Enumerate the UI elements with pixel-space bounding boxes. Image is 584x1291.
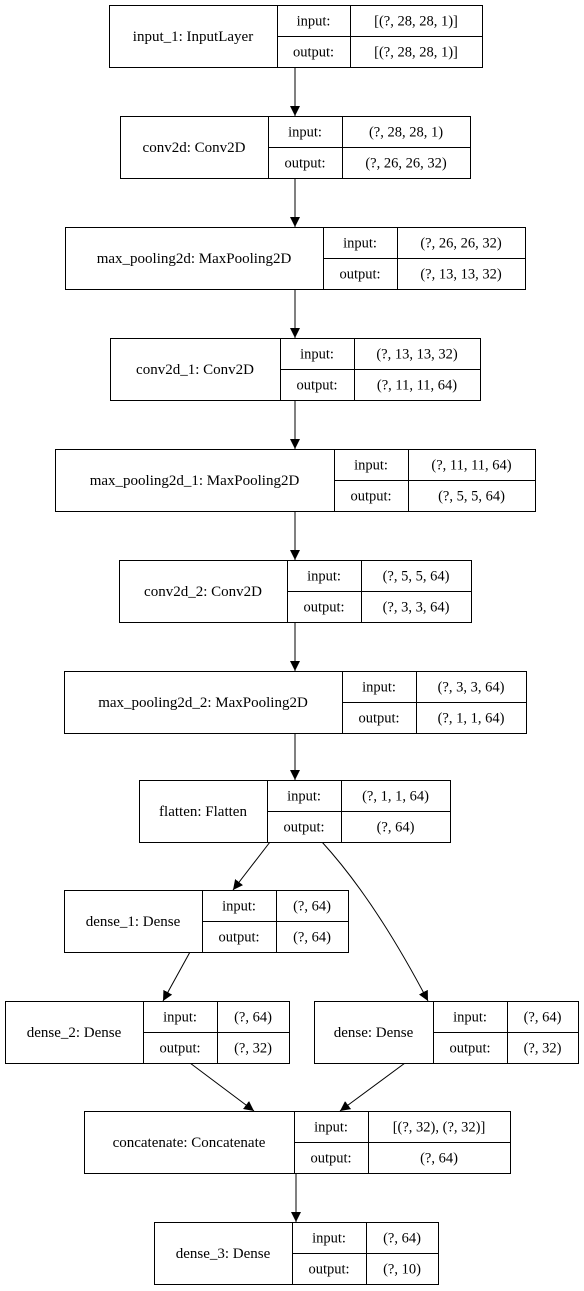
input-label: input: [343, 236, 377, 252]
node-label: max_pooling2d: MaxPooling2D [97, 251, 292, 267]
output-shape: (?, 5, 5, 64) [438, 489, 505, 505]
node-dense_1: dense_1: Dense input: output: (?, 64) (?, 64… [64, 890, 349, 953]
output-label: output: [358, 711, 399, 727]
output-label: output: [449, 1041, 490, 1057]
output-shape: (?, 64) [420, 1151, 458, 1167]
node-dense_3: dense_3: Dense input: output: (?, 64) (?, 10… [154, 1222, 439, 1285]
node-label: concatenate: Concatenate [113, 1135, 266, 1151]
output-label: output: [339, 267, 380, 283]
nodes-layer: input_1: InputLayer input: output: [(?, 28,… [5, 5, 579, 1285]
output-shape: (?, 10) [383, 1262, 421, 1278]
input-shape: (?, 64) [293, 899, 331, 915]
input-label: input: [314, 1120, 348, 1136]
node-label: conv2d: Conv2D [143, 140, 246, 156]
output-shape: (?, 32) [524, 1041, 562, 1057]
node-max_pooling2d_1: max_pooling2d_1: MaxPooling2D input: outpu… [55, 449, 536, 512]
output-label: output: [350, 489, 391, 505]
node-label: dense_2: Dense [27, 1025, 122, 1041]
node-label: input_1: InputLayer [133, 29, 253, 45]
node-label: max_pooling2d_2: MaxPooling2D [98, 695, 308, 711]
node-max_pooling2d_2: max_pooling2d_2: MaxPooling2D input: outpu… [64, 671, 527, 734]
output-shape: (?, 3, 3, 64) [383, 600, 450, 616]
node-conv2d_1: conv2d_1: Conv2D input: output: (?, 13, 13,… [110, 338, 481, 401]
node-flatten: flatten: Flatten input: output: (?, 1, 1, 6… [139, 780, 451, 843]
node-label: dense_1: Dense [86, 914, 181, 930]
output-label: output: [308, 1262, 349, 1278]
input-label: input: [300, 347, 334, 363]
node-label: conv2d_2: Conv2D [144, 584, 262, 600]
node-input_1: input_1: InputLayer input: output: [(?, 28,… [109, 5, 483, 68]
edge-dense_2-to-concatenate [189, 1062, 255, 1112]
edges-layer [162, 67, 429, 1222]
output-shape: [(?, 28, 28, 1)] [374, 45, 458, 61]
node-label: dense_3: Dense [176, 1246, 271, 1262]
input-shape: (?, 28, 28, 1) [369, 125, 443, 141]
input-label: input: [362, 680, 396, 696]
input-shape: [(?, 32), (?, 32)] [393, 1120, 486, 1136]
output-shape: (?, 64) [293, 930, 331, 946]
node-conv2d: conv2d: Conv2D input: output: (?, 28, 28, 1… [120, 116, 471, 179]
output-label: output: [303, 600, 344, 616]
output-shape: (?, 64) [377, 820, 415, 836]
edge-dense_1-to-dense_2 [162, 951, 191, 1002]
edge-flatten-to-dense [321, 841, 429, 1002]
output-label: output: [310, 1151, 351, 1167]
node-label: conv2d_1: Conv2D [136, 362, 254, 378]
output-shape: (?, 1, 1, 64) [438, 711, 505, 727]
edge-flatten-to-dense_1 [232, 841, 271, 891]
output-shape: (?, 26, 26, 32) [365, 156, 447, 172]
input-label: input: [312, 1231, 346, 1247]
node-label: max_pooling2d_1: MaxPooling2D [90, 473, 300, 489]
node-conv2d_2: conv2d_2: Conv2D input: output: (?, 5, 5, 6… [119, 560, 472, 623]
output-shape: (?, 11, 11, 64) [377, 378, 457, 394]
input-shape: (?, 13, 13, 32) [376, 347, 458, 363]
input-shape: (?, 64) [234, 1010, 272, 1026]
input-label: input: [287, 789, 321, 805]
node-concatenate: concatenate: Concatenate input: output: [(?… [84, 1111, 511, 1174]
input-label: input: [222, 899, 256, 915]
input-label: input: [307, 569, 341, 585]
input-label: input: [288, 125, 322, 141]
node-label: dense: Dense [334, 1025, 414, 1041]
output-label: output: [283, 820, 324, 836]
output-label: output: [293, 45, 334, 61]
input-label: input: [354, 458, 388, 474]
output-shape: (?, 13, 13, 32) [420, 267, 502, 283]
edge-dense-to-concatenate [339, 1062, 406, 1112]
input-shape: (?, 26, 26, 32) [420, 236, 502, 252]
input-shape: (?, 64) [524, 1010, 562, 1026]
input-shape: [(?, 28, 28, 1)] [374, 14, 458, 30]
output-shape: (?, 32) [234, 1041, 272, 1057]
input-label: input: [297, 14, 331, 30]
input-shape: (?, 5, 5, 64) [383, 569, 450, 585]
node-dense_2: dense_2: Dense input: output: (?, 64) (?, 32… [5, 1001, 290, 1064]
node-label: flatten: Flatten [159, 804, 247, 820]
output-label: output: [296, 378, 337, 394]
input-label: input: [453, 1010, 487, 1026]
input-shape: (?, 3, 3, 64) [438, 680, 505, 696]
input-label: input: [163, 1010, 197, 1026]
node-dense: dense: Dense input: output: (?, 64) (?, 32) [314, 1001, 579, 1064]
input-shape: (?, 1, 1, 64) [362, 789, 429, 805]
input-shape: (?, 11, 11, 64) [431, 458, 511, 474]
input-shape: (?, 64) [383, 1231, 421, 1247]
output-label: output: [284, 156, 325, 172]
node-max_pooling2d: max_pooling2d: MaxPooling2D input: output:… [65, 227, 526, 290]
output-label: output: [218, 930, 259, 946]
output-label: output: [159, 1041, 200, 1057]
